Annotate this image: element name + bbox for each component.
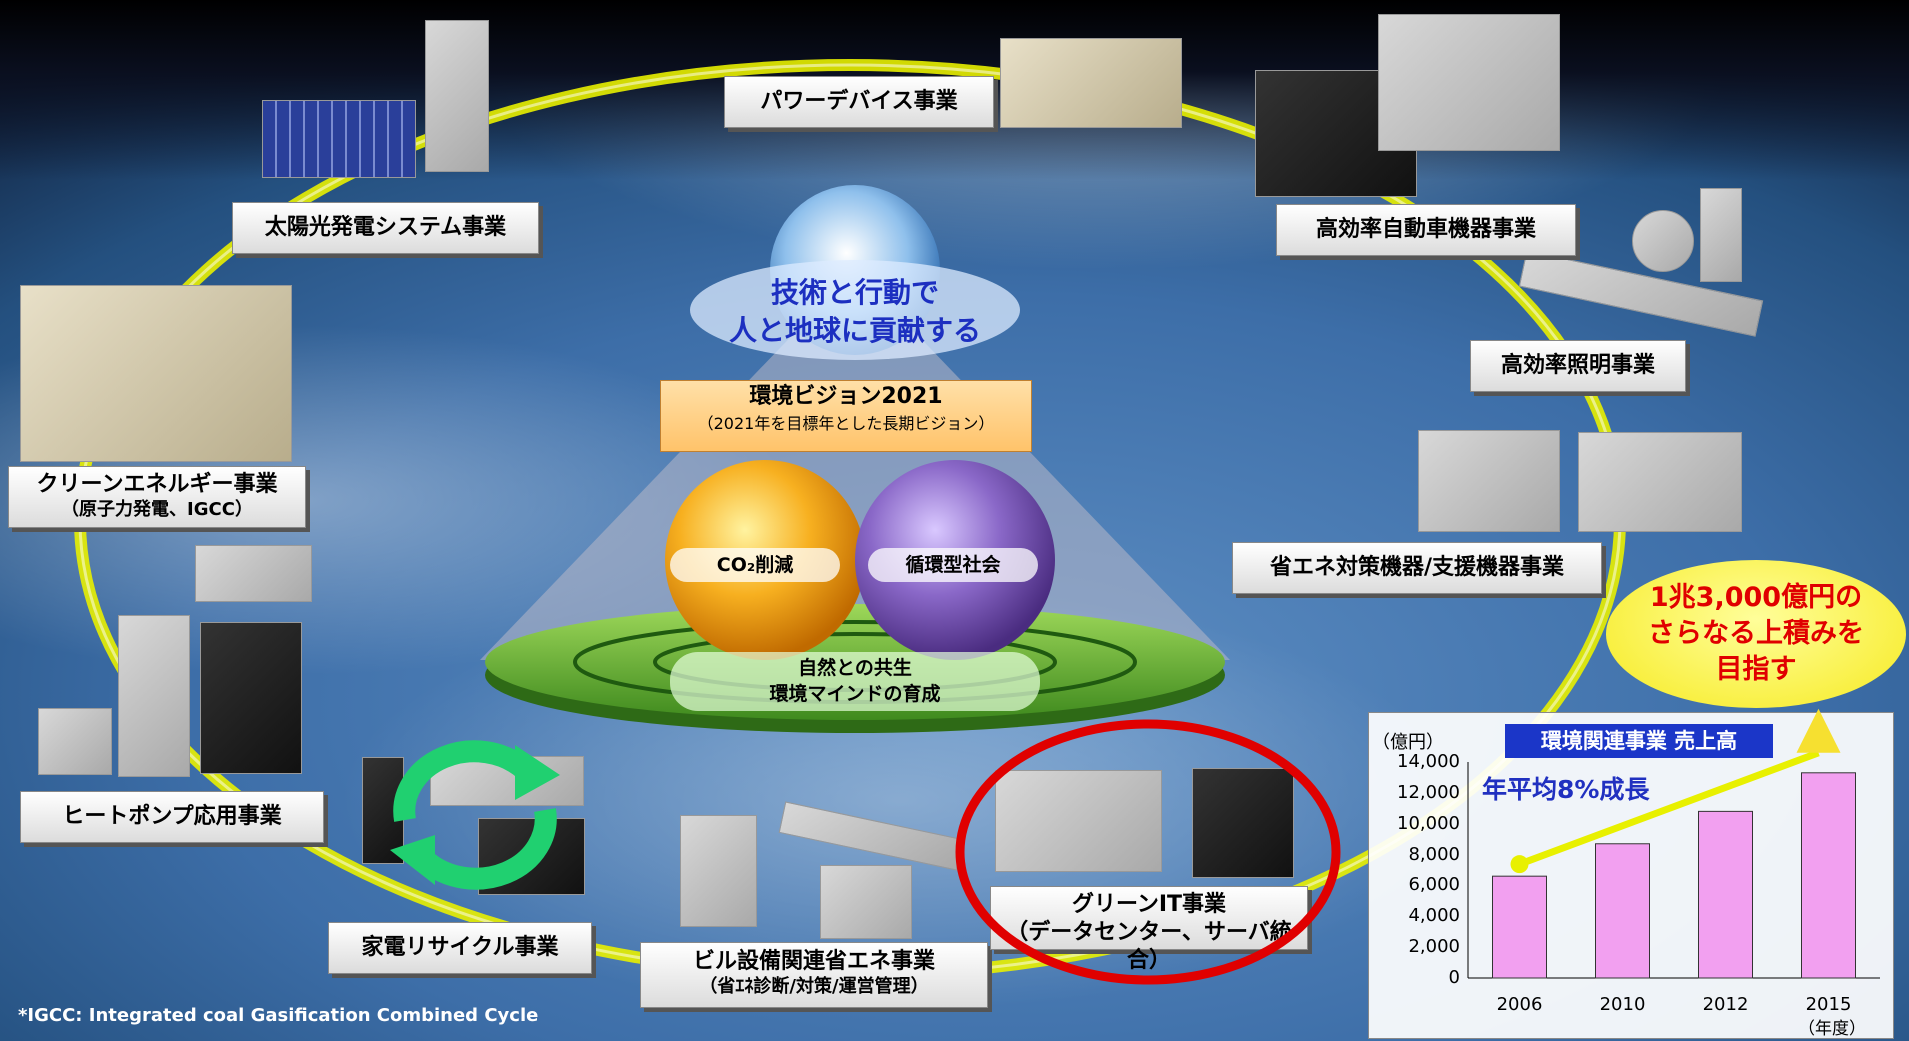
power-device-label: パワーデバイス事業 [760,89,958,114]
x-tick-label: 2010 [1599,994,1646,1015]
goal-up-arrow [1796,708,1841,753]
nature-label: 自然との共生 環境マインドの育成 [670,652,1040,711]
vision-subtitle: （2021年を目標年とした長期ビジョン） [697,414,995,433]
bar-2015 [1801,772,1856,979]
green-it-label: グリーンIT事業 [1071,892,1227,917]
data-center-building-image [995,770,1162,872]
growth-annotation: 年平均8%成長 [1482,775,1650,804]
automotive-label: 高効率自動車機器事業 [1315,217,1536,242]
vision-title: 環境ビジョン2021 [749,384,943,409]
slogan-line-1: 技術と行動で [770,276,939,309]
green-it-sublabel: （データセンター、サーバ統合） [1006,920,1292,973]
controller-panel-image [1700,188,1742,282]
igcc-footnote: *IGCC: Integrated coal Gasification Comb… [18,1005,539,1026]
power-module-image [1000,38,1182,128]
plc-unit-image [1418,430,1560,532]
y-tick-label: 2,000 [1408,936,1460,958]
recycle-business: 家電リサイクル事業 [328,922,592,974]
green-it-business: グリーンIT事業 （データセンター、サーバ統合） [990,886,1308,973]
building-business: ビル設備関連省エネ事業 （省ｴﾈ診断/対策/運営管理） [640,942,988,1008]
automotive-business: 高効率自動車機器事業 [1276,204,1576,256]
nature-line-1: 自然との共生 [798,657,912,679]
goal-line-1: 1兆3,000億円の [1649,582,1863,613]
y-tick-label: 0 [1448,967,1460,988]
power-plant-image [20,285,292,462]
small-outdoor-unit-image [38,708,112,775]
building-ac-unit-image [680,815,757,927]
x-tick-label: 2006 [1496,994,1543,1015]
trend-start-dot [1510,855,1529,874]
aircon-cassette-image [195,545,312,602]
bar-2006 [1492,875,1547,979]
x-axis-unit: （年度） [1798,1019,1866,1039]
sensor-light-image [1632,210,1694,272]
solar-label: 太陽光発電システム事業 [264,215,507,240]
recycle-label: 家電リサイクル事業 [361,935,559,960]
lighting-business: 高効率照明事業 [1470,340,1686,392]
nature-line-2: 環境マインドの育成 [769,683,941,705]
energy-saving-business: 省エネ対策機器/支援機器事業 [1232,542,1602,594]
clean-energy-sublabel: （原子力発電、IGCC） [61,499,253,520]
recycle-arrows-icon [390,740,560,890]
heat-pump-unit-image [118,615,190,777]
y-tick-label: 10,000 [1397,812,1460,834]
slogan-bubble: 技術と行動で 人と地球に貢献する [690,260,1020,360]
heat-pump-label: ヒートポンプ応用事業 [62,804,282,829]
power-device-business: パワーデバイス事業 [724,76,994,128]
solar-panel-image [262,100,416,178]
y-tick-label: 8,000 [1408,843,1460,865]
vision-2021-box: 環境ビジョン2021 （2021年を目標年とした長期ビジョン） [660,380,1032,452]
recycling-society-label: 循環型社会 [868,548,1038,582]
heat-pump-business: ヒートポンプ応用事業 [20,791,324,843]
clean-energy-business: クリーンエネルギー事業 （原子力発電、IGCC） [8,466,306,528]
slogan-line-2: 人と地球に貢献する [728,314,981,347]
x-tick-label: 2012 [1702,994,1749,1015]
goal-bubble: 1兆3,000億円の さらなる上積みを 目指す [1606,560,1906,708]
y-tick-label: 4,000 [1408,905,1460,927]
building-label: ビル設備関連省エネ事業 [692,949,935,974]
y-tick-label: 12,000 [1397,781,1460,803]
y-tick-label: 6,000 [1408,874,1460,896]
goal-line-2: さらなる上積みを [1648,618,1864,649]
co2-reduction-label: CO₂削減 [670,548,840,582]
y-tick-label: 14,000 [1397,751,1460,772]
energy-saving-label: 省エネ対策機器/支援機器事業 [1269,555,1565,580]
solar-business: 太陽光発電システム事業 [232,202,539,254]
growth-trend-arrow [1518,749,1820,868]
x-tick-label: 2015 [1805,994,1852,1015]
bar-2010 [1595,843,1650,979]
bar-2012 [1698,810,1753,979]
y-axis-unit: （億円） [1372,732,1444,753]
building-sublabel: （省ｴﾈ診断/対策/運営管理） [699,976,929,997]
energy-meter-image [1578,432,1742,532]
clean-energy-label: クリーンエネルギー事業 [36,472,278,497]
goal-line-3: 目指す [1715,654,1797,685]
server-racks-image [1192,768,1294,878]
outdoor-unit-image [200,622,302,774]
chart-title: 環境関連事業 売上高 [1505,724,1773,758]
power-conditioner-image [425,20,489,172]
lighting-label: 高効率照明事業 [1500,353,1655,378]
building-controller-image [820,865,912,939]
motor-parts-image [1378,14,1560,151]
